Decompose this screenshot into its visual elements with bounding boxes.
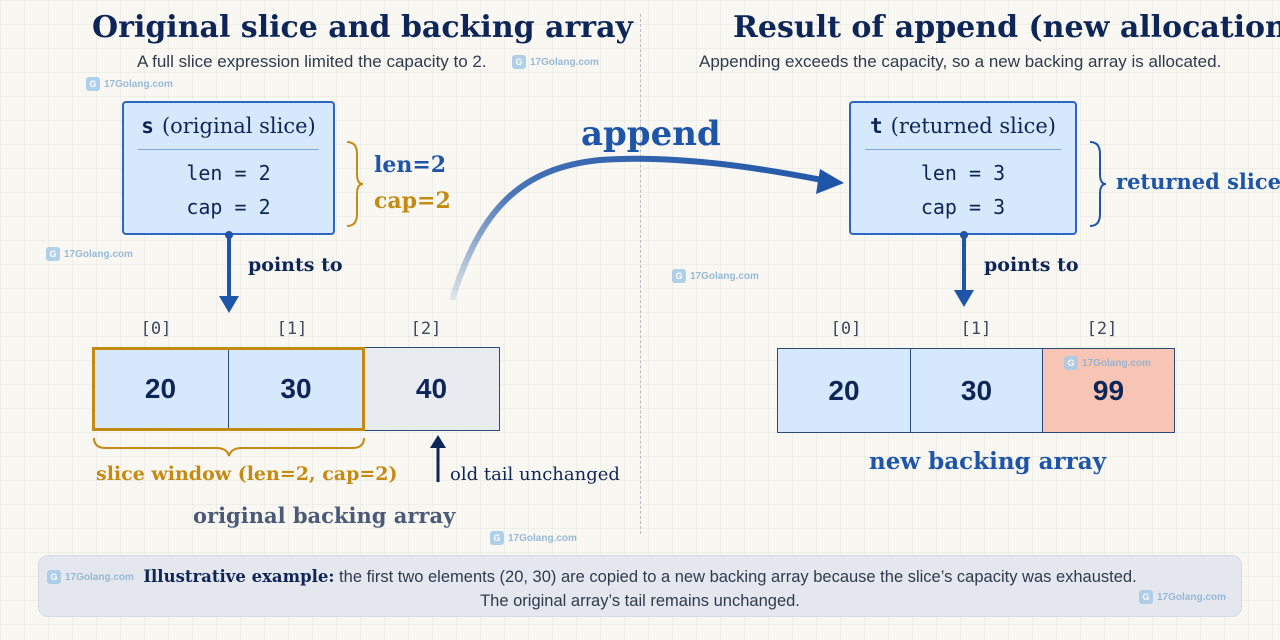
right-index-1: [1] — [960, 319, 992, 339]
left-subtitle: A full slice expression limited the capa… — [137, 52, 487, 71]
right-cell-0: 20 — [777, 348, 911, 433]
right-index-2: [2] — [1086, 319, 1118, 339]
slice-s-cap: cap = 2 — [186, 195, 271, 219]
new-backing-array: 20 30 99 — [777, 348, 1175, 433]
returned-slice-label: returned slice — [1116, 169, 1280, 194]
right-subtitle: Appending exceeds the capacity, so a new… — [699, 52, 1222, 71]
watermark-icon: G — [46, 247, 60, 261]
left-title: Original slice and backing array — [92, 10, 633, 45]
slice-window-brace-icon — [93, 437, 365, 457]
brace-len-label: len=2 — [374, 152, 447, 178]
brace-cap-label: cap=2 — [374, 188, 451, 214]
right-index-0: [0] — [830, 319, 862, 339]
watermark-icon: G — [86, 77, 100, 91]
slice-t-len: len = 3 — [920, 161, 1006, 185]
left-index-0: [0] — [140, 319, 172, 339]
slice-window-frame — [92, 347, 365, 431]
slice-t-desc: (returned slice) — [890, 114, 1056, 138]
original-array-label: original backing array — [193, 503, 456, 528]
watermark-icon: G — [672, 269, 686, 283]
slice-t-name: t — [870, 114, 883, 138]
slice-s-box: s (original slice) len = 2 cap = 2 — [122, 101, 335, 235]
slice-t-cap: cap = 3 — [920, 195, 1006, 219]
watermark-icon: G — [1139, 590, 1153, 604]
slice-t-box: t (returned slice) len = 3 cap = 3 — [849, 101, 1077, 235]
center-divider — [640, 14, 641, 534]
left-index-2: [2] — [410, 319, 442, 339]
old-tail-label: old tail unchanged — [450, 464, 620, 485]
footer-line-1-text: the first two elements (20, 30) are copi… — [334, 568, 1137, 586]
watermark-icon: G — [47, 570, 61, 584]
right-cell-1: 30 — [910, 348, 1043, 433]
append-arrow-icon — [449, 155, 844, 301]
left-index-1: [1] — [276, 319, 308, 339]
footer-note: Illustrative example: the first two elem… — [38, 555, 1242, 617]
left-brace-icon — [346, 141, 364, 227]
slice-s-len: len = 2 — [186, 161, 271, 185]
right-pointer-arrow-icon — [954, 231, 974, 307]
watermark-icon: G — [512, 55, 526, 69]
left-points-to-label: points to — [248, 254, 343, 276]
right-points-to-label: points to — [984, 254, 1079, 276]
footer-bold: Illustrative example: — [143, 567, 335, 586]
watermark-icon: G — [490, 531, 504, 545]
new-array-label: new backing array — [869, 448, 1107, 475]
append-label: append — [581, 114, 721, 154]
slice-window-label: slice window (len=2, cap=2) — [96, 463, 398, 485]
left-cell-2: 40 — [363, 347, 500, 431]
footer-line-2: The original array’s tail remains unchan… — [480, 592, 800, 610]
slice-s-name: s — [141, 114, 154, 138]
slice-t-header: t (returned slice) — [865, 103, 1061, 150]
right-title: Result of append (new allocation) — [733, 10, 1280, 45]
slice-s-desc: (original slice) — [161, 114, 316, 138]
footer-line-1: Illustrative example: the first two elem… — [39, 567, 1241, 587]
right-brace-icon — [1089, 141, 1107, 227]
old-tail-arrow-icon — [430, 435, 446, 482]
left-pointer-arrow-icon — [219, 231, 239, 313]
watermark-icon: G — [1064, 356, 1078, 370]
slice-s-header: s (original slice) — [138, 103, 319, 150]
original-backing-array: 20 30 40 — [92, 347, 500, 431]
